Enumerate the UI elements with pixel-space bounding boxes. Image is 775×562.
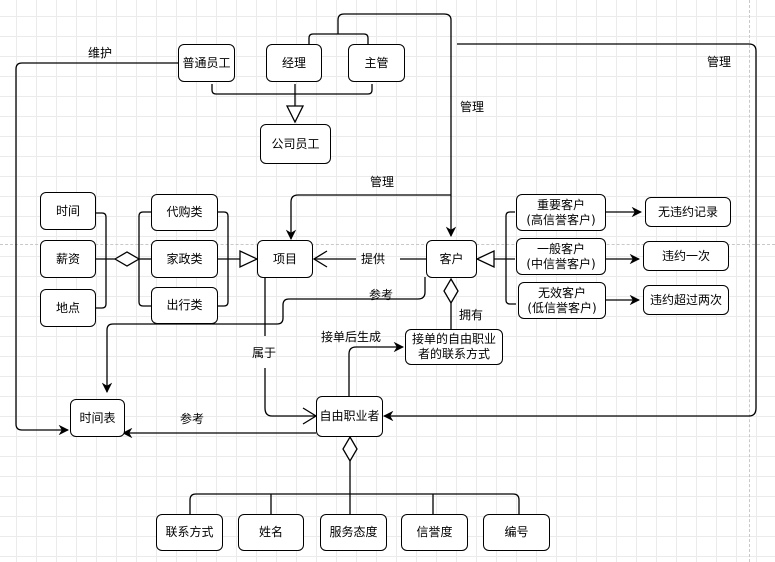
generalization-triangle-project [239, 249, 259, 269]
node-schedule[interactable]: 时间表 [70, 399, 125, 437]
node-credibility[interactable]: 信誉度 [401, 514, 468, 551]
node-one-violation[interactable]: 违约一次 [643, 241, 729, 271]
edge-categories-left-bracket [138, 211, 151, 307]
node-company-staff[interactable]: 公司员工 [260, 124, 331, 164]
edge-manage-to-customer [337, 13, 457, 238]
edge-managers-bracket [308, 33, 369, 44]
edge-maintain [15, 62, 178, 436]
node-customer[interactable]: 客户 [426, 240, 477, 278]
label-manage-right: 管理 [707, 55, 732, 69]
node-over-two-violations[interactable]: 违约超过两次 [643, 285, 729, 315]
label-own: 拥有 [459, 308, 484, 322]
node-project[interactable]: 项目 [257, 240, 313, 278]
edge-reference-upper [101, 277, 426, 394]
node-time[interactable]: 时间 [40, 192, 96, 230]
node-normal-customer[interactable]: 一般客户 (中信誉客户) [516, 238, 606, 275]
edge-attributes-bracket [96, 212, 107, 309]
node-invalid-customer[interactable]: 无效客户 (低信誉客户) [518, 282, 606, 319]
generalization-triangle-customer [475, 249, 495, 269]
node-contact-record[interactable]: 接单的自由职业 者的联系方式 [405, 329, 503, 365]
node-supervisor[interactable]: 主管 [348, 44, 405, 82]
node-vip-customer[interactable]: 重要客户 (高信誉客户) [516, 194, 606, 231]
edge-customer-types-bracket [505, 211, 516, 305]
edge-generated-after-order [348, 341, 405, 396]
label-belongs-to: 属于 [252, 346, 277, 360]
node-number[interactable]: 编号 [483, 514, 550, 551]
label-manage-top: 管理 [460, 100, 485, 114]
node-freelancer[interactable]: 自由职业者 [316, 396, 383, 437]
node-name[interactable]: 姓名 [238, 514, 304, 551]
node-purchasing[interactable]: 代购类 [151, 194, 218, 231]
edge-staff-bracket [211, 84, 373, 95]
edge-manage-project [285, 194, 451, 241]
node-housekeeping[interactable]: 家政类 [151, 240, 218, 278]
node-contact[interactable]: 联系方式 [156, 514, 223, 551]
node-location[interactable]: 地点 [40, 289, 96, 327]
label-reference-lower: 参考 [180, 412, 205, 426]
label-manage-project: 管理 [370, 175, 395, 189]
generalization-triangle-company [285, 105, 305, 124]
node-ordinary-staff[interactable]: 普通员工 [178, 44, 235, 82]
node-service-attitude[interactable]: 服务态度 [320, 514, 387, 551]
node-travel[interactable]: 出行类 [151, 287, 218, 324]
node-manager[interactable]: 经理 [266, 44, 322, 82]
aggregation-diamond-customer [443, 277, 459, 305]
node-no-violation[interactable]: 无违约记录 [645, 197, 731, 227]
page-break-horizontal [0, 244, 775, 245]
label-provide: 提供 [361, 252, 386, 266]
node-salary[interactable]: 薪资 [40, 240, 96, 278]
label-maintain: 维护 [88, 46, 113, 60]
open-arrow-project [312, 250, 328, 268]
aggregation-diamond-categories [113, 251, 141, 267]
edge-manage-freelancer [382, 43, 757, 422]
edge-attributes-bar [189, 493, 520, 514]
edge-belongs-to [264, 278, 316, 417]
aggregation-diamond-freelancer [342, 435, 358, 463]
label-reference-upper: 参考 [369, 288, 394, 302]
label-generated-after-order: 接单后生成 [321, 330, 382, 344]
page-break-vertical [749, 0, 750, 562]
